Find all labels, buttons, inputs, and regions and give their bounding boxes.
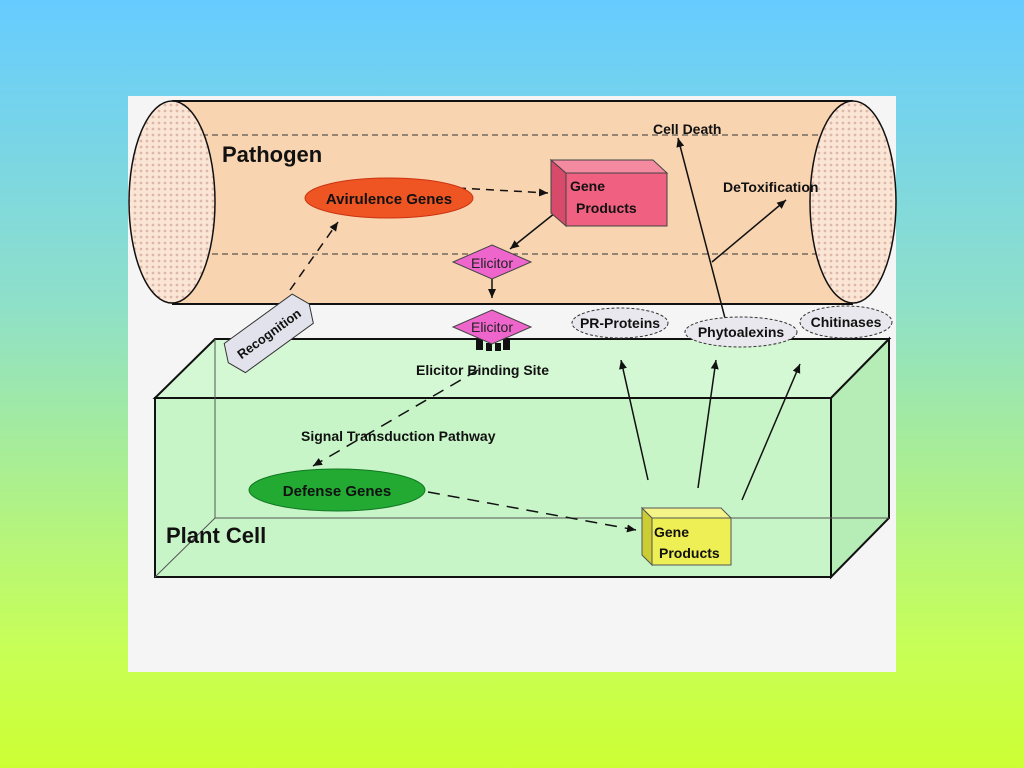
arrow-gene-products-to-elicitor xyxy=(509,212,556,250)
plant-gene-products-label-1: Gene xyxy=(654,524,689,540)
arrow-recognition-to-avirulence xyxy=(289,221,339,291)
elicitor-binding-site-label: Elicitor Binding Site xyxy=(416,362,549,378)
arrow-to-detoxification xyxy=(711,199,787,263)
arrow-gene-products-to-pr-proteins xyxy=(619,359,649,481)
bound-elicitor-label: Elicitor xyxy=(471,319,513,335)
pathogen-title: Pathogen xyxy=(222,142,322,167)
phytoalexins-oval: Phytoalexins xyxy=(684,316,798,348)
pr-proteins-oval: PR-Proteins xyxy=(571,307,669,339)
arrow-defense-genes-to-gene-products xyxy=(427,491,637,533)
pathogen-gene-products-label-1: Gene xyxy=(570,178,605,194)
binding-site-receptors xyxy=(476,340,510,351)
avirulence-genes-label: Avirulence Genes xyxy=(326,191,452,208)
connectors xyxy=(289,137,801,533)
arrow-binding-site-to-defense-genes xyxy=(312,369,479,467)
phytoalexins-label: Phytoalexins xyxy=(698,324,785,340)
pathogen-gene-products-box: Gene Products xyxy=(549,158,669,228)
arrow-gene-products-to-phytoalexins xyxy=(697,359,719,489)
chitinases-oval: Chitinases xyxy=(799,305,893,339)
bound-elicitor-diamond: Elicitor xyxy=(451,309,533,345)
pathogen-elicitor-label: Elicitor xyxy=(471,255,513,271)
arrow-gene-products-to-chitinases xyxy=(741,363,801,501)
arrow-phytoalexins-to-cell-death xyxy=(676,137,727,323)
chitinases-label: Chitinases xyxy=(811,314,882,330)
plant-gene-products-label-2: Products xyxy=(659,545,720,561)
defense-genes-label: Defense Genes xyxy=(283,483,391,500)
pr-proteins-label: PR-Proteins xyxy=(580,315,660,331)
avirulence-genes-oval: Avirulence Genes xyxy=(304,177,474,219)
plant-gene-products-box: Gene Products xyxy=(640,506,733,567)
pathogen-cylinder xyxy=(128,100,897,305)
detoxification-label: DeToxification xyxy=(723,179,818,195)
arrow-avirulence-to-gene-products xyxy=(457,187,549,197)
pathogen-elicitor-diamond: Elicitor xyxy=(451,244,533,280)
signal-transduction-label: Signal Transduction Pathway xyxy=(301,428,496,444)
pathogen-gene-products-label-2: Products xyxy=(576,200,637,216)
defense-genes-oval: Defense Genes xyxy=(248,468,426,512)
plant-cell-title: Plant Cell xyxy=(166,523,266,548)
cell-death-label: Cell Death xyxy=(653,121,721,137)
